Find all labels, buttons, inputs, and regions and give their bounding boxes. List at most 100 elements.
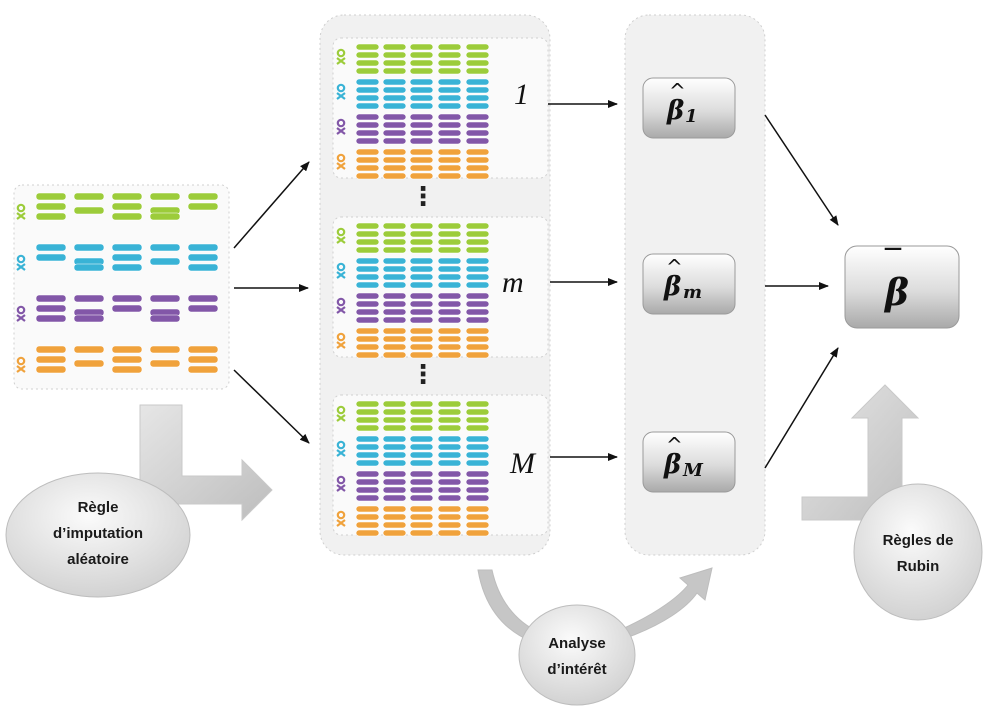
data-cell bbox=[409, 308, 434, 316]
person-icon bbox=[336, 440, 346, 457]
data-cell bbox=[382, 494, 407, 502]
data-grids bbox=[13, 37, 549, 537]
data-cell bbox=[382, 67, 407, 75]
data-cell bbox=[437, 443, 462, 451]
data-cell bbox=[409, 424, 434, 432]
person-icon bbox=[336, 510, 346, 527]
data-cell bbox=[437, 121, 462, 129]
svg-text:1: 1 bbox=[685, 106, 698, 127]
data-cell bbox=[409, 265, 434, 273]
data-cell bbox=[382, 148, 407, 156]
data-cell bbox=[409, 408, 434, 416]
data-cell bbox=[409, 137, 434, 145]
data-cell bbox=[437, 113, 462, 121]
data-cell bbox=[437, 505, 462, 513]
data-cell bbox=[409, 238, 434, 246]
index-first: 1 bbox=[514, 78, 529, 111]
data-cell bbox=[409, 94, 434, 102]
data-cell bbox=[465, 102, 490, 110]
estimate-box-middle: β ^ m bbox=[642, 253, 736, 315]
data-cell bbox=[382, 443, 407, 451]
data-cell bbox=[73, 294, 105, 303]
data-cell bbox=[437, 343, 462, 351]
data-cell bbox=[465, 494, 490, 502]
data-cell bbox=[437, 273, 462, 281]
data-cell bbox=[409, 521, 434, 529]
data-cell bbox=[355, 121, 380, 129]
data-cell bbox=[437, 529, 462, 537]
svg-text:β: β bbox=[666, 96, 684, 126]
data-cell bbox=[437, 335, 462, 343]
data-cell bbox=[382, 51, 407, 59]
data-cell bbox=[465, 273, 490, 281]
person-icon bbox=[336, 262, 346, 279]
data-cell bbox=[355, 443, 380, 451]
data-cell bbox=[437, 400, 462, 408]
person-icon bbox=[336, 118, 346, 135]
person-icon bbox=[336, 332, 346, 349]
data-cell bbox=[355, 94, 380, 102]
data-cell bbox=[35, 192, 67, 201]
person-icon bbox=[16, 305, 26, 322]
data-cell bbox=[355, 164, 380, 172]
data-cell bbox=[437, 148, 462, 156]
data-cell bbox=[465, 129, 490, 137]
data-cell bbox=[437, 222, 462, 230]
data-cell bbox=[382, 424, 407, 432]
data-cell bbox=[382, 486, 407, 494]
data-cell bbox=[187, 304, 219, 313]
data-cell bbox=[35, 345, 67, 354]
analysis-ellipse: Analyse d’intérêt bbox=[518, 604, 636, 706]
svg-text:β: β bbox=[663, 272, 681, 302]
data-cell bbox=[465, 156, 490, 164]
data-cell bbox=[465, 281, 490, 289]
data-cell bbox=[111, 263, 143, 272]
index-last: M bbox=[509, 447, 537, 480]
data-cell bbox=[355, 513, 380, 521]
svg-text:β: β bbox=[883, 272, 909, 314]
data-cell bbox=[437, 521, 462, 529]
data-cell bbox=[437, 230, 462, 238]
data-cell bbox=[382, 343, 407, 351]
person-icon bbox=[336, 83, 346, 100]
data-cell bbox=[465, 443, 490, 451]
data-cell bbox=[187, 294, 219, 303]
data-cell bbox=[382, 238, 407, 246]
data-cell bbox=[409, 273, 434, 281]
data-cell bbox=[355, 470, 380, 478]
ellipsis-upper: ⋮ bbox=[410, 182, 436, 212]
data-cell bbox=[35, 243, 67, 252]
data-cell bbox=[149, 257, 181, 266]
data-cell bbox=[382, 513, 407, 521]
data-cell bbox=[149, 294, 181, 303]
imputation-rule-ellipse: Règle d’imputation aléatoire bbox=[5, 472, 191, 598]
data-cell bbox=[437, 246, 462, 254]
data-cell bbox=[465, 316, 490, 324]
data-cell bbox=[465, 51, 490, 59]
data-cell bbox=[35, 253, 67, 262]
arrow-icon bbox=[764, 347, 839, 469]
data-cell bbox=[355, 327, 380, 335]
data-cell bbox=[409, 343, 434, 351]
data-cell bbox=[73, 345, 105, 354]
data-cell bbox=[382, 43, 407, 51]
data-cell bbox=[465, 408, 490, 416]
imputation-rule-line-3: aléatoire bbox=[67, 551, 129, 568]
original-dataset-grid bbox=[13, 184, 230, 390]
data-cell bbox=[149, 359, 181, 368]
rubin-rules-ellipse: Règles de Rubin bbox=[853, 483, 983, 621]
data-cell bbox=[465, 435, 490, 443]
data-cell bbox=[437, 513, 462, 521]
data-cell bbox=[149, 212, 181, 221]
data-cell bbox=[465, 529, 490, 537]
data-cell bbox=[355, 529, 380, 537]
data-cell bbox=[73, 243, 105, 252]
data-cell bbox=[355, 129, 380, 137]
data-cell bbox=[355, 230, 380, 238]
data-cell bbox=[111, 192, 143, 201]
data-cell bbox=[355, 222, 380, 230]
data-cell bbox=[465, 521, 490, 529]
data-cell bbox=[437, 102, 462, 110]
data-cell bbox=[465, 230, 490, 238]
